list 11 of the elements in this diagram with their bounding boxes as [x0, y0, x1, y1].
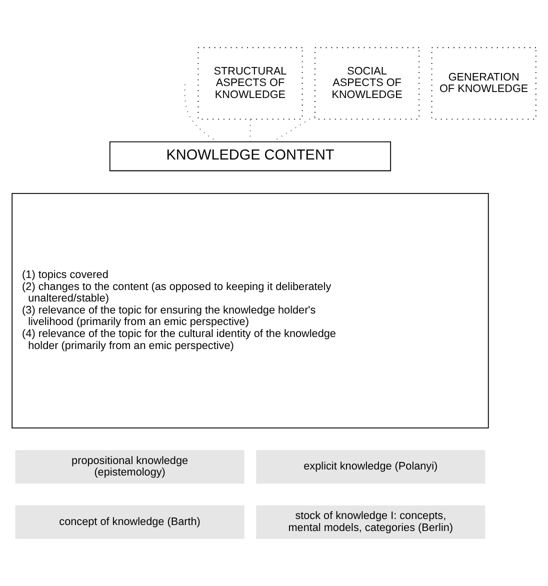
node-box: GENERATION OF KNOWLEDGE [431, 47, 536, 120]
node-box: concept of knowledge (Barth) [15, 505, 244, 539]
node-box: stock of knowledge I: concepts, mental models, categories (Berlin) [256, 505, 486, 539]
node-box: propositional knowledge (epistemology) [15, 450, 244, 484]
node-box: explicit knowledge (Polanyi) [256, 450, 486, 484]
node-box: (1) topics covered (2) changes to the content (as opposed to keeping it deliberately unaltered/stable) (3) relevance of the topic for ensuring the knowledge holder's livelihood (primarily from an emic perspective) (4) relevance of the topic for the cultural identity of the knowledge holder (primarily from an emic perspective) [12, 192, 489, 428]
connector [250, 118, 251, 142]
connector [272, 116, 316, 142]
node-box: STRUCTURAL ASPECTS OF KNOWLEDGE [198, 47, 303, 120]
node-box: KNOWLEDGE CONTENT [109, 141, 392, 172]
node-box: SOCIAL ASPECTS OF KNOWLEDGE [314, 47, 420, 120]
